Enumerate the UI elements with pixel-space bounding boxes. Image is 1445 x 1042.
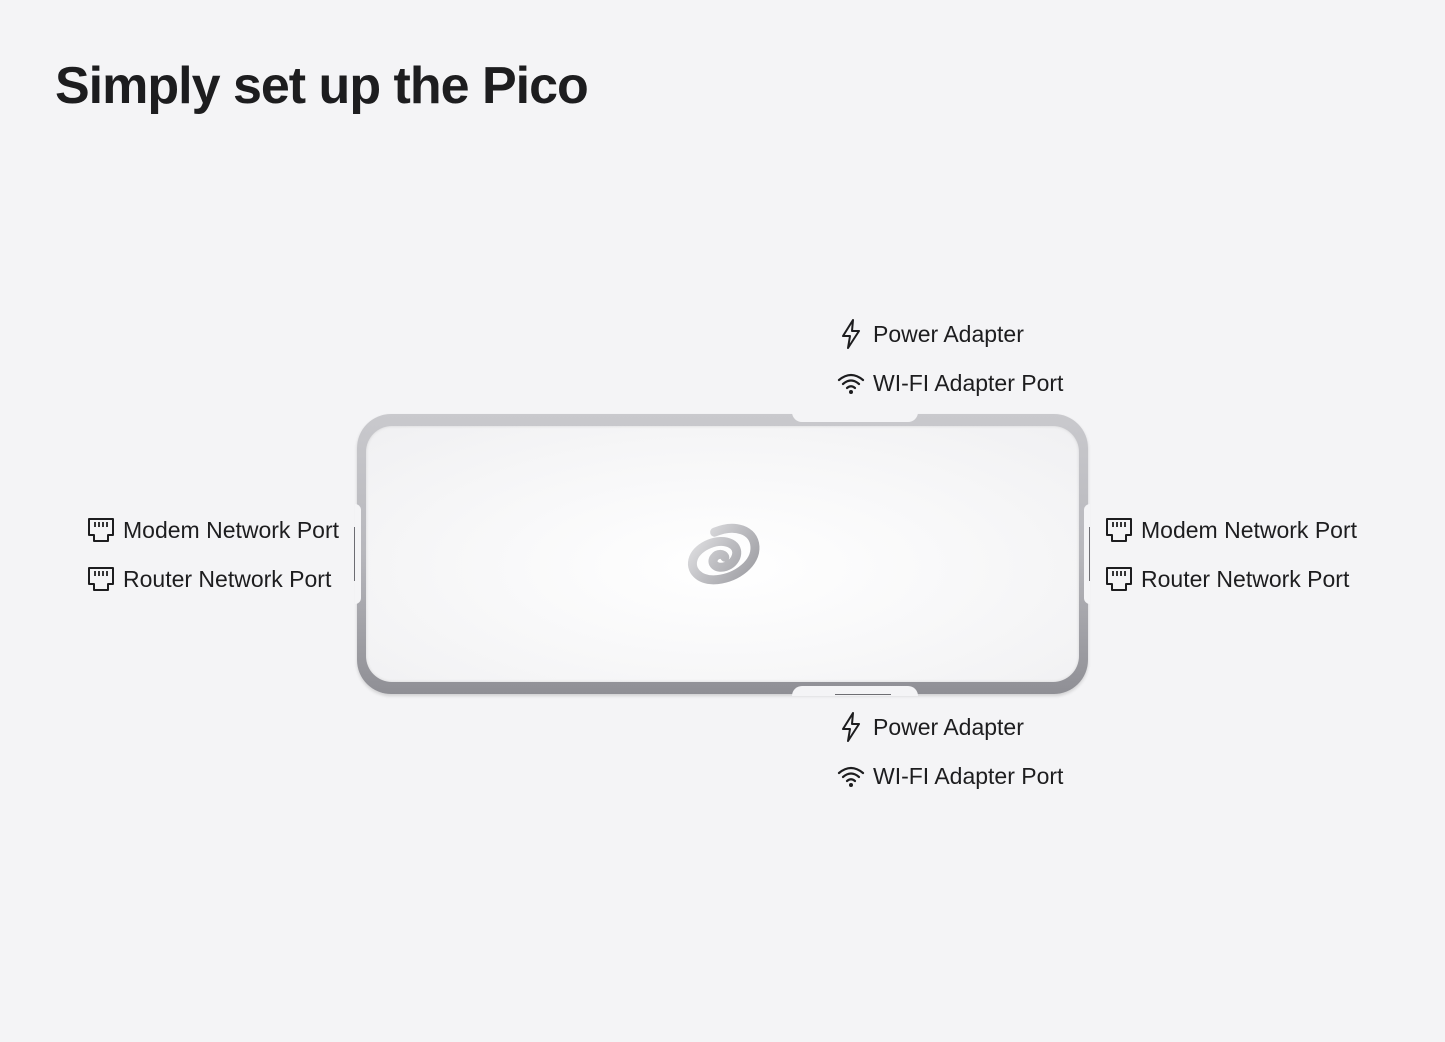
right-connector-line (1089, 527, 1090, 581)
device-bottom-port-notch (792, 686, 918, 696)
left-router-port-text: Router Network Port (123, 565, 332, 592)
lightning-bolt-icon (836, 319, 866, 349)
ethernet-port-icon (1104, 515, 1134, 545)
left-connector-line (354, 527, 355, 581)
right-modem-port-text: Modem Network Port (1141, 516, 1358, 543)
wifi-icon (836, 368, 866, 398)
bottom-power-adapter-text: Power Adapter (873, 713, 1024, 740)
right-router-port-label: Router Network Port (1104, 563, 1349, 595)
bottom-connector-line (835, 694, 891, 695)
right-router-port-text: Router Network Port (1141, 565, 1350, 592)
ethernet-port-icon (86, 564, 116, 594)
ethernet-port-icon (1104, 564, 1134, 594)
bottom-power-adapter-label: Power Adapter (836, 711, 1024, 743)
page-title: Simply set up the Pico (55, 57, 589, 115)
ethernet-port-icon (86, 515, 116, 545)
right-modem-port-label: Modem Network Port (1104, 514, 1357, 546)
lightning-bolt-icon (836, 712, 866, 742)
wifi-icon (836, 761, 866, 791)
top-power-adapter-label: Power Adapter (836, 318, 1024, 350)
bottom-wifi-adapter-text: WI-FI Adapter Port (873, 762, 1064, 789)
top-wifi-adapter-label: WI-FI Adapter Port (836, 367, 1063, 399)
device-right-port-notch (1084, 504, 1090, 604)
left-modem-port-text: Modem Network Port (123, 516, 340, 543)
device-left-port-notch (355, 504, 361, 604)
device-top-port-notch (792, 412, 918, 422)
left-modem-port-label: Modem Network Port (86, 514, 339, 546)
pico-device (355, 412, 1090, 696)
top-power-adapter-text: Power Adapter (873, 320, 1024, 347)
swirl-logo-icon (688, 523, 760, 585)
left-router-port-label: Router Network Port (86, 563, 331, 595)
top-wifi-adapter-text: WI-FI Adapter Port (873, 369, 1064, 396)
bottom-wifi-adapter-label: WI-FI Adapter Port (836, 760, 1063, 792)
